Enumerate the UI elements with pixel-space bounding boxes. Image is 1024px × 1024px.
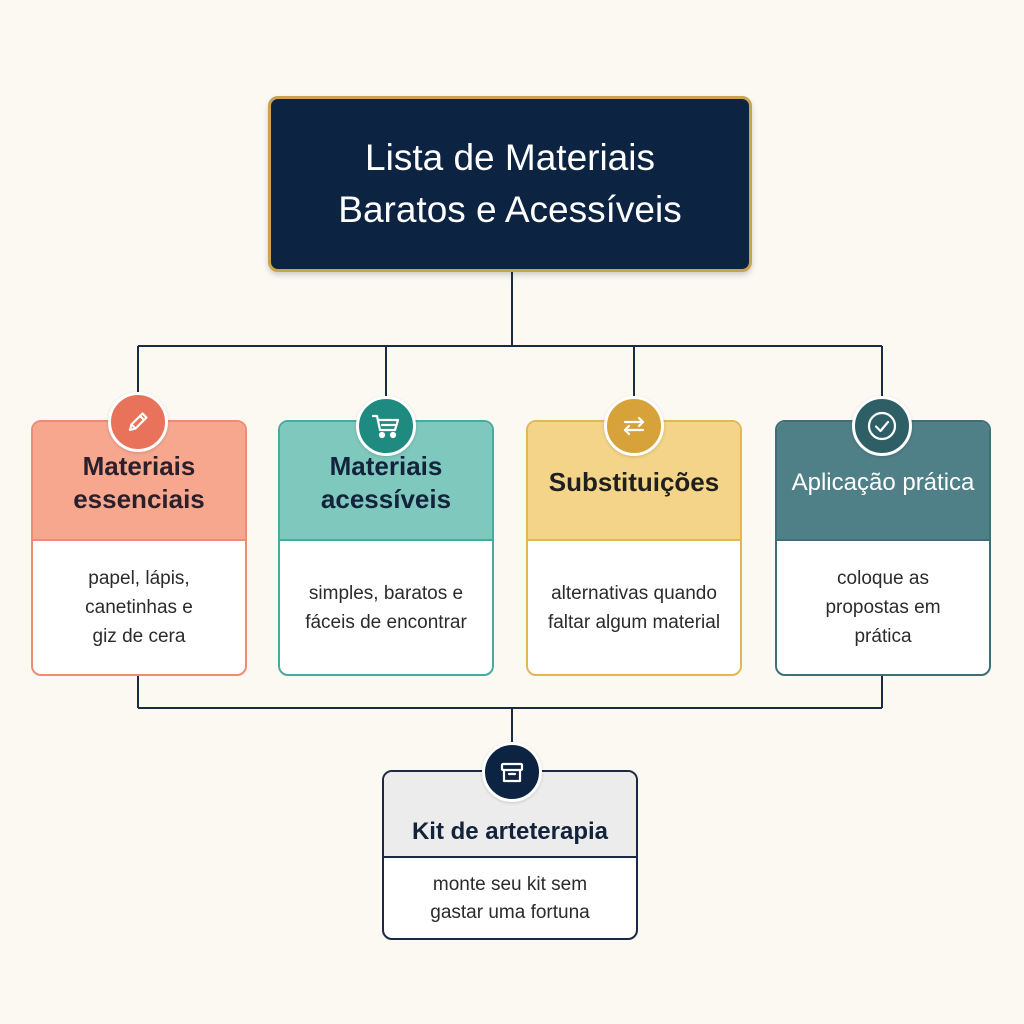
card-desc-line1: alternativas quando <box>551 582 717 604</box>
kit-description: monte seu kit sem gastar uma fortuna <box>384 856 636 938</box>
root-title-line1: Lista de Materiais <box>365 137 655 178</box>
check-circle-icon <box>852 396 912 456</box>
card-desc-line1: coloque as <box>837 568 929 589</box>
card-title-line1: Materiais <box>82 450 196 481</box>
card-desc-line3: prática <box>854 626 912 647</box>
category-card-aplicacao-pratica: Aplicação prática coloque as propostas e… <box>775 420 991 676</box>
kit-desc-line2: gastar uma fortuna <box>430 902 590 923</box>
card-desc-line2: canetinhas e <box>85 597 193 618</box>
cart-icon <box>356 396 416 456</box>
kit-desc-line1: monte seu kit sem <box>432 874 588 895</box>
card-desc-line2: faltar algum material <box>547 611 721 633</box>
kit-arteterapia-card: Kit de arteterapia monte seu kit sem gas… <box>382 770 638 940</box>
card-description: papel, lápis, canetinhas e giz de cera <box>33 539 245 674</box>
card-desc-line3: giz de cera <box>92 626 186 647</box>
card-description: alternativas quando faltar algum materia… <box>528 539 740 674</box>
card-title-line1: Substituições <box>548 467 720 497</box>
pencil-icon <box>108 392 168 452</box>
card-description: simples, baratos e fáceis de encontrar <box>280 539 492 674</box>
category-card-substituicoes: Substituições alternativas quando faltar… <box>526 420 742 676</box>
card-desc-line2: fáceis de encontrar <box>305 611 467 633</box>
card-title-line2: acessíveis <box>320 483 452 514</box>
card-title-line1: Aplicação prática <box>791 469 975 496</box>
category-card-materiais-essenciais: Materiais essenciais papel, lápis, canet… <box>31 420 247 676</box>
card-desc-line1: papel, lápis, <box>88 568 190 589</box>
card-title-line2: essenciais <box>73 483 205 514</box>
card-desc-line2: propostas em <box>825 597 941 618</box>
swap-arrows-icon <box>604 396 664 456</box>
card-description: coloque as propostas em prática <box>777 539 989 674</box>
root-node-title: Lista de Materiais Baratos e Acessíveis <box>268 96 752 272</box>
card-desc-line1: simples, baratos e <box>308 582 464 604</box>
box-icon <box>482 742 542 802</box>
root-title-line2: Baratos e Acessíveis <box>338 189 682 230</box>
category-card-materiais-acessiveis: Materiais acessíveis simples, baratos e … <box>278 420 494 676</box>
